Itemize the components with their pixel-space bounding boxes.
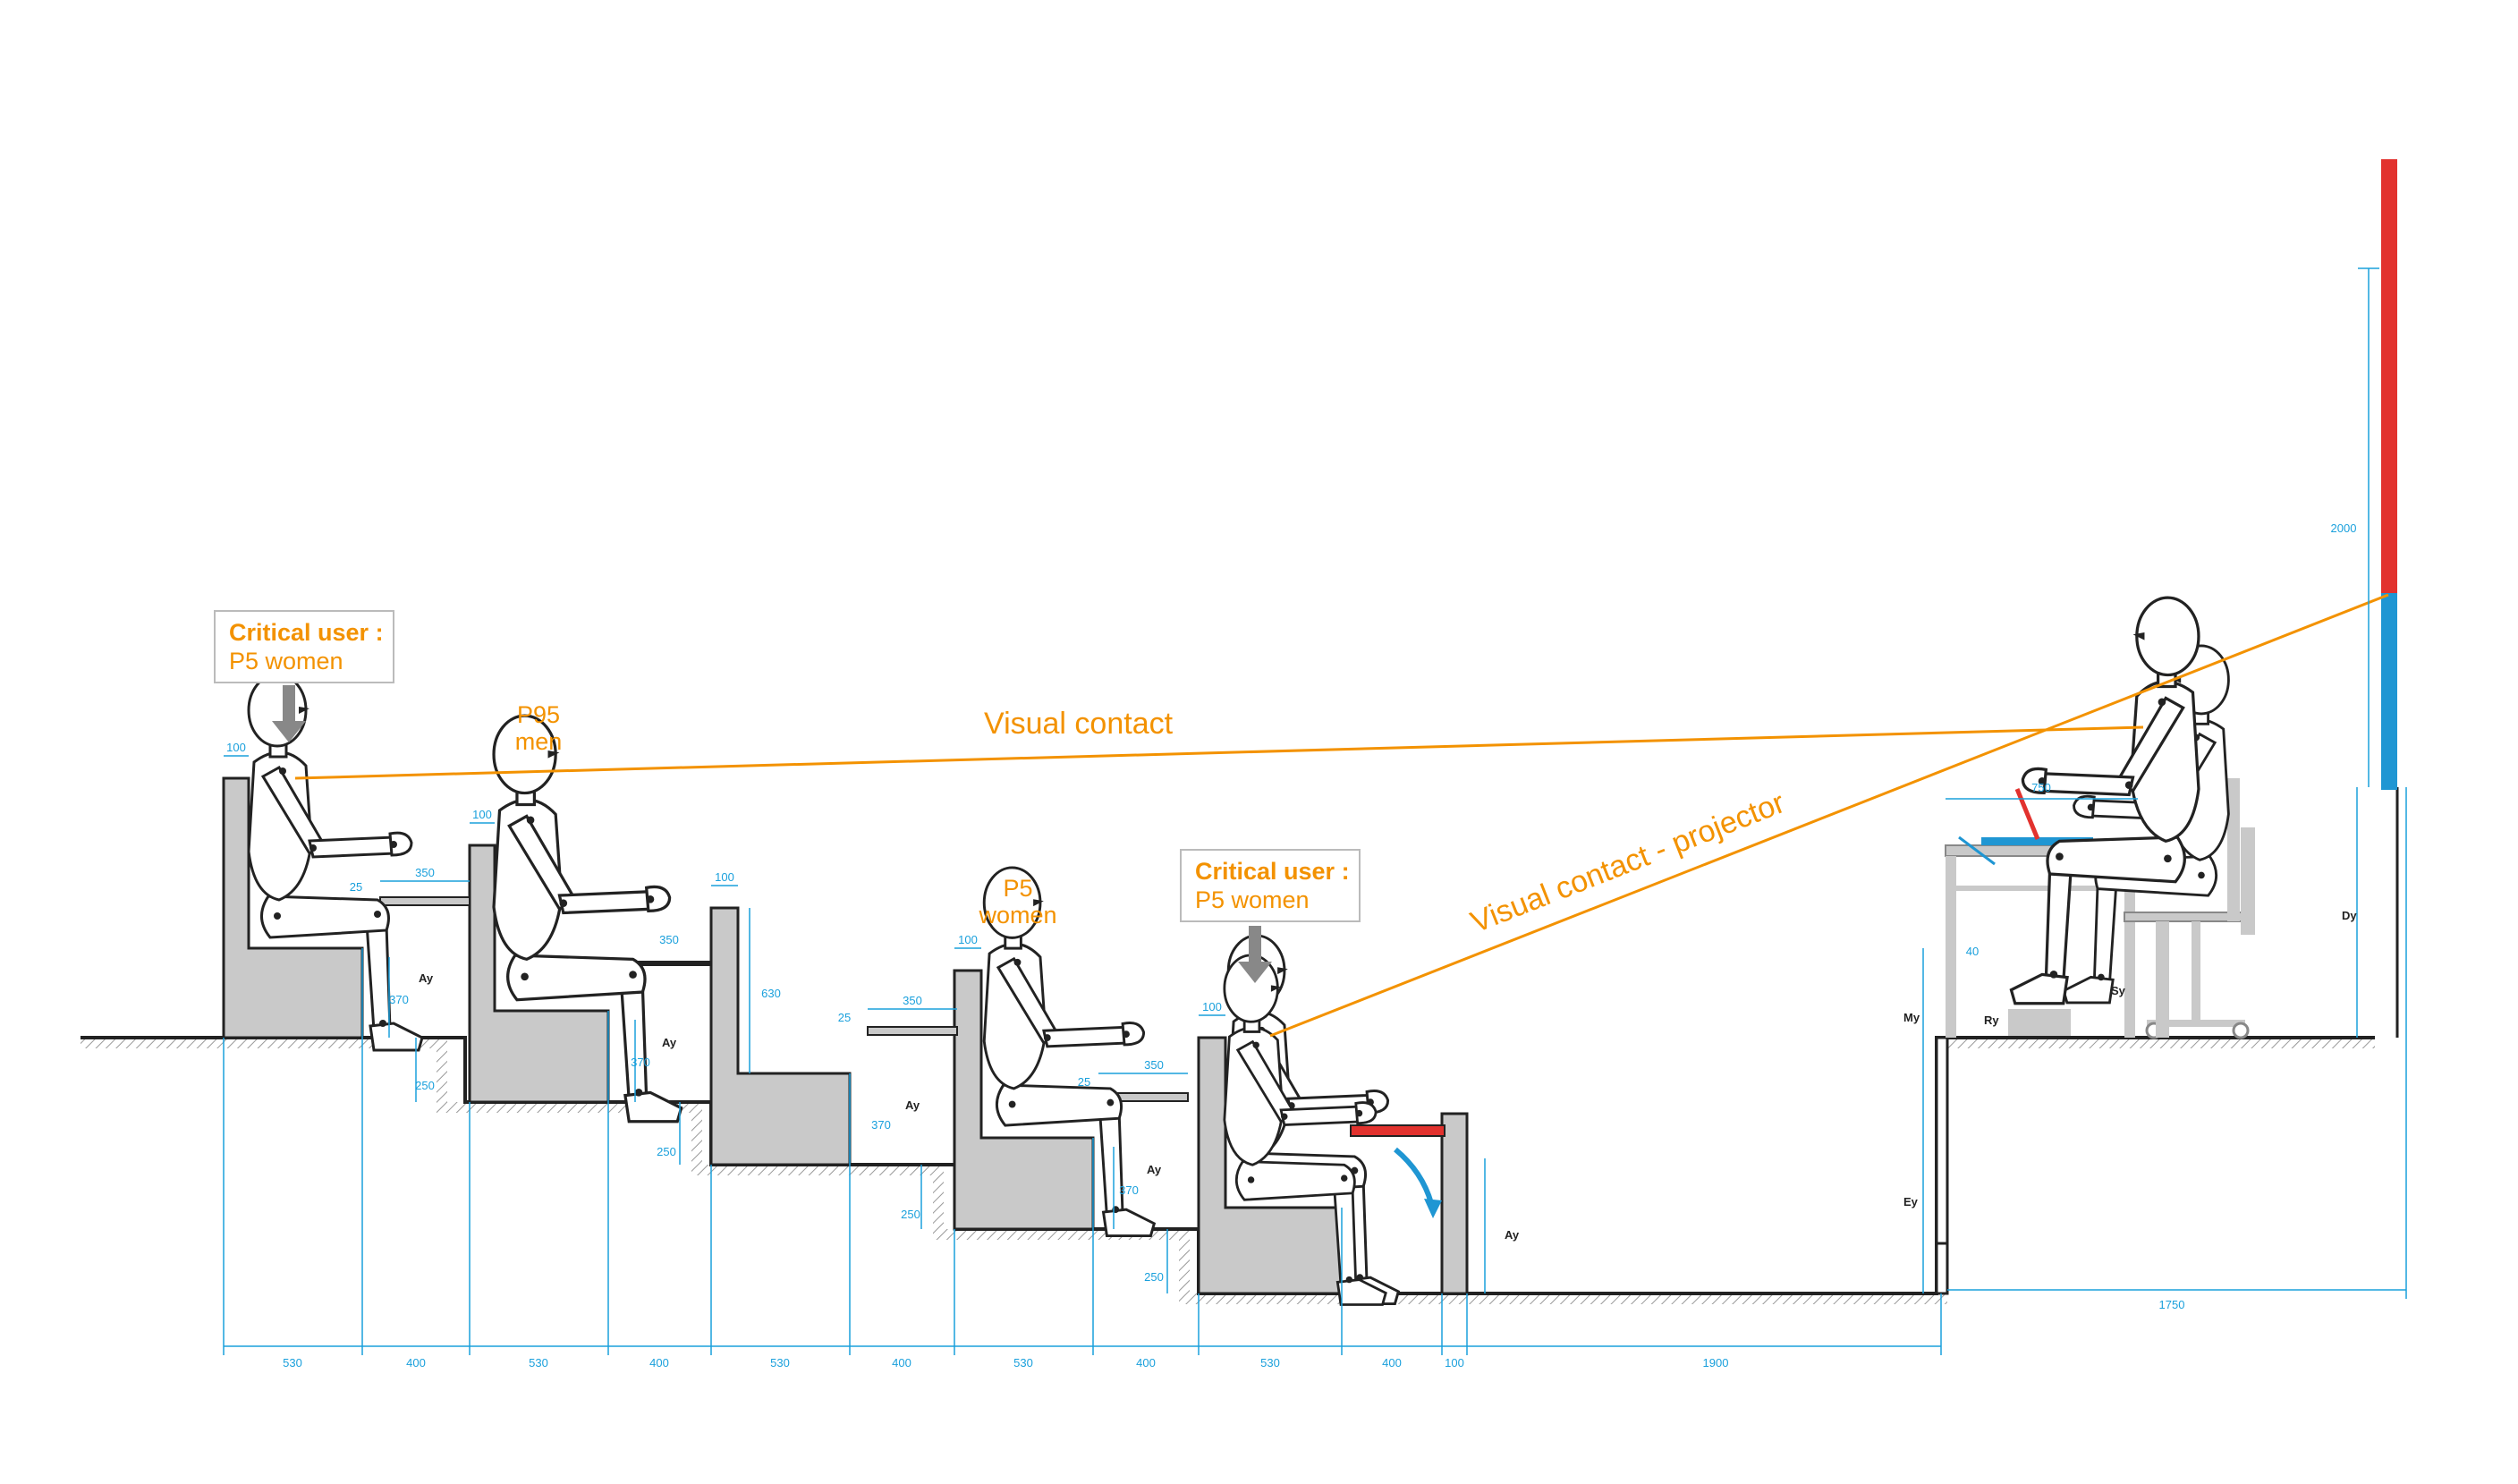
- dimension-label: 400: [649, 1356, 669, 1370]
- symbol-label: Ay: [662, 1036, 677, 1049]
- dimension-label: 350: [903, 994, 922, 1007]
- label-line: men: [515, 728, 563, 755]
- symbol-label: Ay: [419, 971, 434, 985]
- sight-lines: [294, 593, 2389, 1038]
- label-line: P5: [1003, 875, 1032, 902]
- dimension-label: 370: [631, 1056, 650, 1069]
- dimension-label: 530: [529, 1356, 548, 1370]
- visual-contact-label: Visual contact: [984, 707, 1174, 741]
- symbol-label: Ay: [1505, 1228, 1520, 1242]
- dimension-label: 350: [659, 933, 679, 946]
- dimension-label: 400: [892, 1356, 911, 1370]
- symbol-label: Dy: [2342, 909, 2357, 922]
- visual-contact-projector-label: Visual contact - projector: [1466, 785, 1789, 939]
- callout-title: Critical user :: [229, 619, 384, 646]
- label-p5-women: P5 women: [978, 875, 1056, 929]
- dimension-label: 100: [958, 933, 978, 946]
- dimension-label: 100: [715, 870, 734, 884]
- dimension-label: 100: [1202, 1000, 1222, 1013]
- dimension-label: 250: [415, 1079, 435, 1092]
- symbol-label: My: [1903, 1011, 1920, 1024]
- stage-width-label: 1750: [2159, 1298, 2185, 1311]
- callout-subtitle: P5 women: [1195, 886, 1310, 913]
- screen-height-label: 2000: [2331, 522, 2357, 535]
- dimension-label: 250: [1144, 1270, 1164, 1284]
- critical-user-callout-2: Critical user : P5 women: [1180, 849, 1361, 983]
- symbol-label: Ey: [1903, 1195, 1919, 1208]
- dimension-label: 250: [657, 1145, 676, 1158]
- dimension-label: 530: [283, 1356, 302, 1370]
- dimension-label: 530: [1013, 1356, 1033, 1370]
- dimension-label: 350: [415, 866, 435, 879]
- critical-user-callout-1: Critical user : P5 women: [214, 610, 394, 742]
- dimension-label: 530: [1260, 1356, 1280, 1370]
- dimension-label: 25: [838, 1011, 851, 1024]
- symbol-label: Sy: [2111, 984, 2126, 997]
- dimension-lines: [223, 267, 2407, 1355]
- label-line: P95: [517, 701, 560, 728]
- dimension-label: 370: [871, 1118, 891, 1132]
- label-line: women: [978, 902, 1056, 929]
- bottom-dimensions: 530 400 530 400 530 400 530 400 530 400 …: [283, 522, 2356, 1370]
- symbol-label: Ay: [1147, 1163, 1162, 1176]
- symbol-label: Ry: [1984, 1013, 1999, 1027]
- dimension-label: 25: [1078, 1075, 1090, 1089]
- dimension-label: 530: [770, 1356, 790, 1370]
- dimension-label: 750: [2031, 781, 2051, 794]
- dimension-label: 40: [1966, 945, 1979, 958]
- dimension-label: 100: [226, 741, 246, 754]
- symbol-label: Ay: [905, 1098, 920, 1112]
- dimension-label: 100: [472, 808, 492, 821]
- dimension-label: 350: [1144, 1058, 1164, 1072]
- dimension-label: 400: [406, 1356, 426, 1370]
- callout-subtitle: P5 women: [229, 648, 343, 674]
- label-p95-men: P95 men: [515, 701, 563, 755]
- dimension-label: 250: [901, 1208, 920, 1221]
- projection-screen-upper: [2381, 159, 2397, 593]
- dimension-label: 630: [761, 987, 781, 1000]
- projection-screen-lower: [2381, 593, 2397, 790]
- stage-area: [1945, 159, 2399, 1039]
- dimension-symbols: Ay Ay Ay Ay Ay My Ry Sy Ey Dy: [419, 909, 2357, 1242]
- dimension-label: 400: [1382, 1356, 1402, 1370]
- dimension-label: 100: [1445, 1356, 1464, 1370]
- detail-dimensions: 100 100 100 100 100 350 350 350 350 25 2…: [226, 741, 2051, 1284]
- dimension-label: 400: [1136, 1356, 1156, 1370]
- callout-title: Critical user :: [1195, 858, 1350, 885]
- dimension-label: 1900: [1703, 1356, 1729, 1370]
- dimension-label: 370: [389, 993, 409, 1006]
- dimension-label: 370: [1119, 1183, 1139, 1197]
- dimension-label: 25: [350, 880, 362, 894]
